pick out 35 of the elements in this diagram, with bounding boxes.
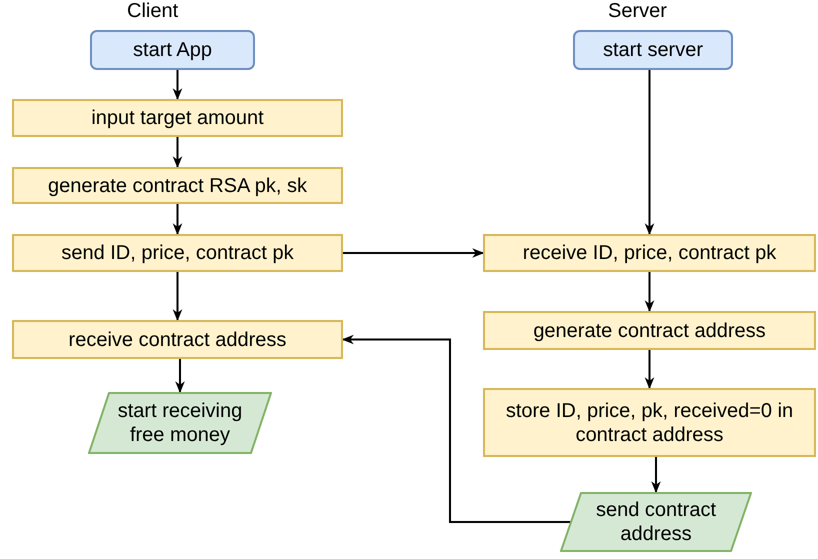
arrow bbox=[172, 70, 182, 100]
node-text: generate contract address bbox=[533, 318, 766, 342]
node-text: start receiving free money bbox=[116, 399, 244, 447]
column-heading: Client bbox=[127, 0, 178, 23]
arrow bbox=[644, 70, 654, 236]
node-text: store ID, price, pk, received=0 in contract address bbox=[504, 398, 794, 446]
io-parallelogram bbox=[88, 392, 272, 454]
arrow bbox=[172, 272, 182, 322]
column-heading: Server bbox=[608, 0, 667, 23]
process-box bbox=[12, 234, 343, 272]
arrow bbox=[175, 359, 185, 394]
node-text: generate contract RSA pk, sk bbox=[48, 174, 308, 198]
start-box bbox=[90, 30, 255, 70]
node-text: receive ID, price, contract pk bbox=[522, 241, 776, 265]
node-text: send contract address bbox=[594, 498, 718, 546]
arrow bbox=[172, 137, 182, 168]
node-text: send ID, price, contract pk bbox=[61, 241, 294, 265]
arrow bbox=[343, 248, 484, 258]
process-box bbox=[12, 320, 343, 359]
arrow bbox=[342, 334, 571, 523]
process-box bbox=[483, 311, 816, 350]
arrow bbox=[644, 272, 654, 312]
node-text: start server bbox=[602, 38, 704, 62]
node-text: receive contract address bbox=[68, 328, 286, 352]
start-box bbox=[573, 30, 733, 70]
arrow bbox=[644, 350, 654, 390]
node-text: input target amount bbox=[91, 106, 264, 130]
io-parallelogram bbox=[560, 492, 752, 552]
arrow bbox=[172, 204, 182, 236]
arrow bbox=[651, 457, 661, 494]
process-box bbox=[12, 99, 343, 137]
node-text: start App bbox=[133, 38, 212, 62]
process-box bbox=[12, 167, 343, 204]
process-box bbox=[483, 388, 816, 457]
process-box bbox=[483, 234, 816, 272]
